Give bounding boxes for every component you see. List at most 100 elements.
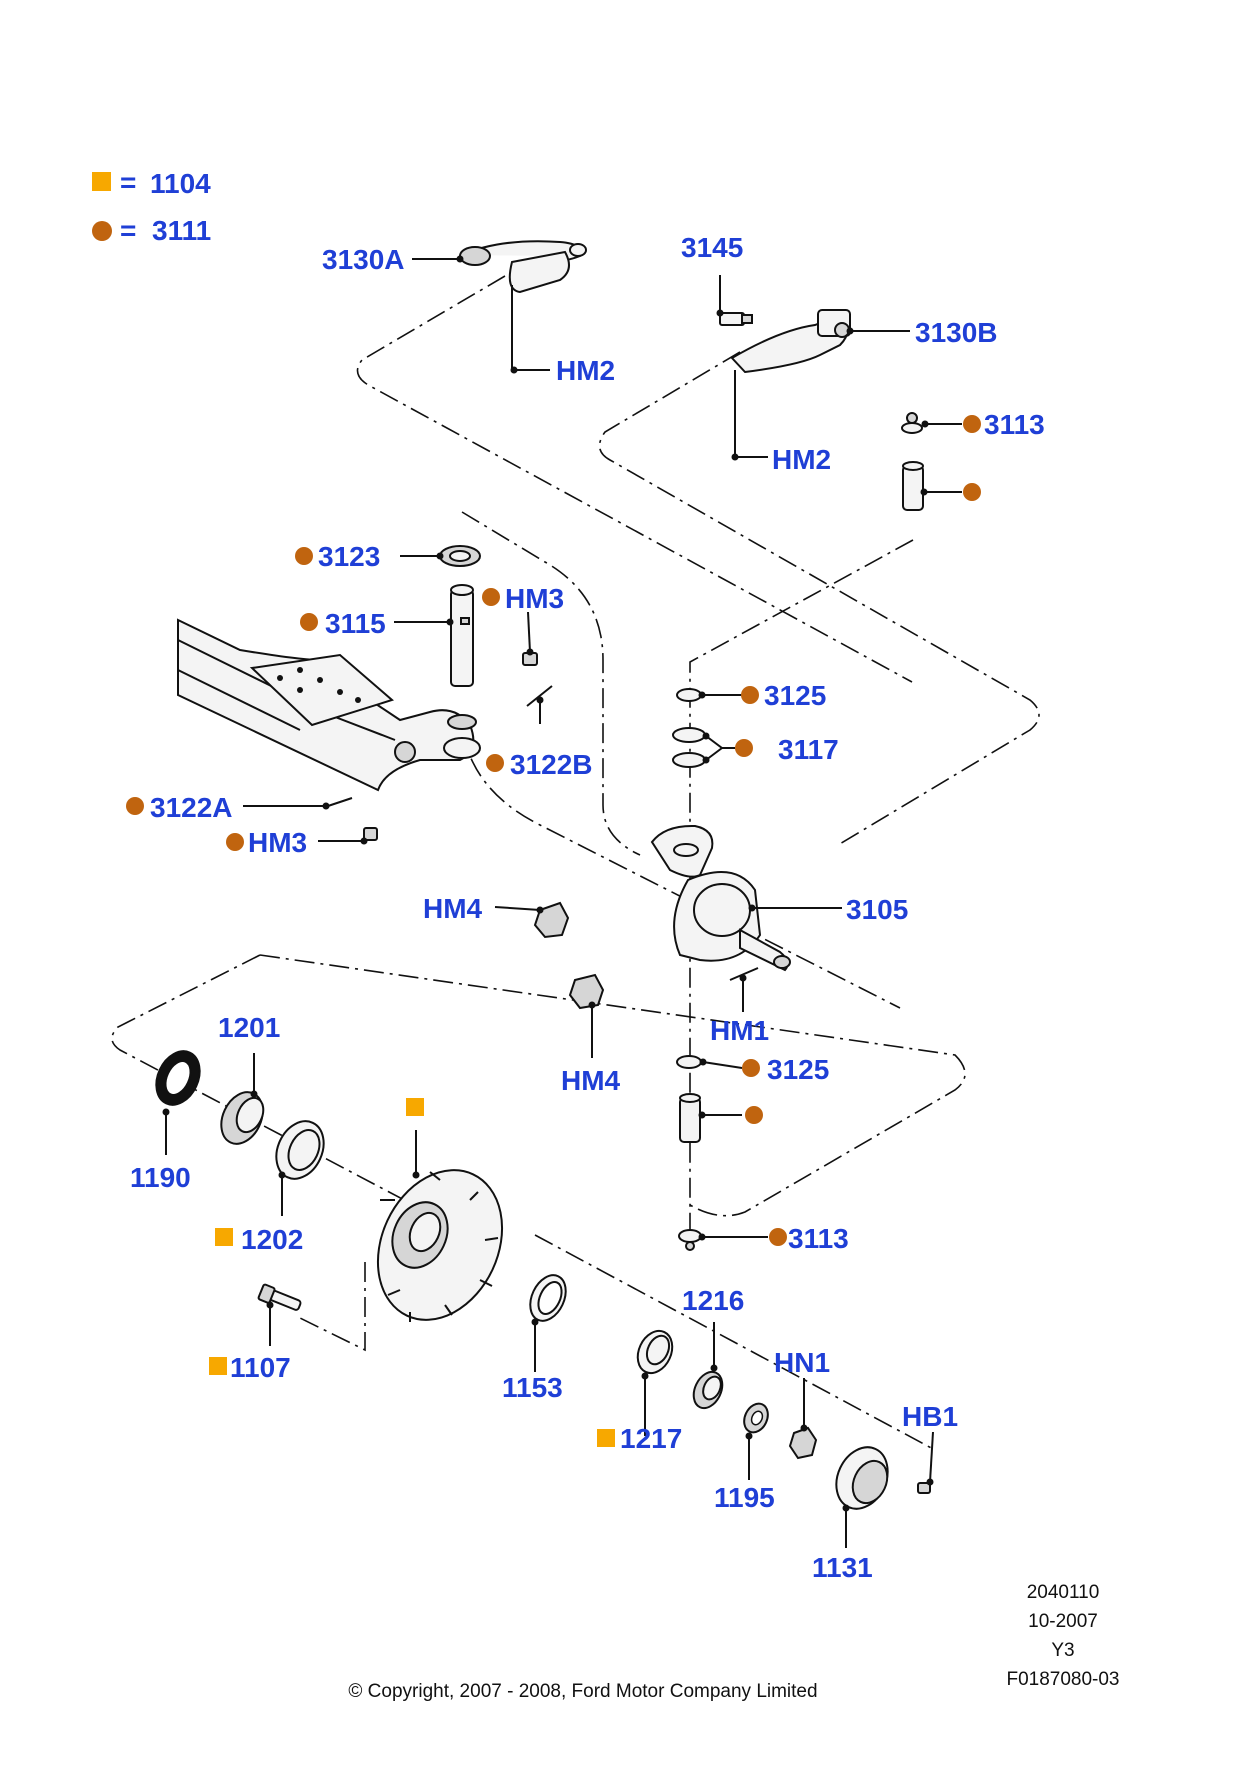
circle-marker [126, 797, 144, 815]
nut-hn1 [788, 1426, 818, 1460]
metadata: 2040110 10-2007 Y3 F0187080-03 © Copyrig… [348, 1582, 1119, 1702]
label-1201: 1201 [218, 1012, 280, 1043]
legend: = 1104 = 3111 [92, 167, 211, 246]
square-marker [406, 1098, 424, 1116]
grease-cap-1131 [835, 1446, 889, 1510]
connection-lines [111, 275, 1040, 1451]
king-pin-3115 [450, 584, 474, 687]
connection-line [461, 511, 641, 856]
label-3115: 3115 [325, 608, 386, 639]
circle-marker [742, 1059, 760, 1077]
meta-code-2: Y3 [1051, 1640, 1074, 1661]
circle-marker [300, 613, 318, 631]
legend-circle-marker [92, 221, 112, 241]
wheel-stud-1107 [257, 1283, 302, 1311]
label-3105: 3105 [846, 894, 908, 925]
bolt-3145 [719, 312, 753, 326]
circle-marker [963, 415, 981, 433]
grease-nipple-3113-top [901, 412, 923, 434]
legend-square-marker [92, 172, 111, 191]
part-labels: 3130A 3145 3130B HM2 3113 HM2 3123 HM3 3… [130, 232, 1045, 1583]
label-3125-bottom: 3125 [767, 1054, 829, 1085]
label-1107: 1107 [230, 1352, 291, 1383]
bearing-cone-1216 [692, 1370, 724, 1410]
shim-3125-top [676, 688, 702, 702]
connection-line [299, 1262, 366, 1352]
label-3113-bottom: 3113 [788, 1223, 849, 1254]
nut-hm3-lower [363, 827, 378, 841]
label-1195: 1195 [714, 1482, 775, 1513]
circle-marker [769, 1228, 787, 1246]
meta-code-3: F0187080-03 [1006, 1669, 1119, 1690]
connection-line [356, 275, 913, 683]
washer-1195 [743, 1402, 769, 1434]
label-hm1: HM1 [710, 1015, 769, 1046]
label-3130a: 3130A [322, 244, 405, 275]
label-1190: 1190 [130, 1162, 191, 1193]
circle-marker [735, 739, 753, 757]
connection-line [689, 539, 914, 1240]
markers [126, 415, 981, 1447]
circle-marker [741, 686, 759, 704]
label-hm3-top: HM3 [505, 583, 564, 614]
bushing-top [902, 461, 924, 511]
label-3125-top: 3125 [764, 680, 826, 711]
connection-line [598, 351, 1040, 846]
thrust-bearing-3117 [672, 727, 706, 768]
circle-marker [482, 588, 500, 606]
label-hm4-upper: HM4 [423, 893, 483, 924]
label-hm4-lower: HM4 [561, 1065, 621, 1096]
seal-3123 [439, 545, 481, 567]
legend-equals-2: = [120, 215, 136, 246]
steering-knuckle-3105 [650, 824, 791, 972]
steering-arm-3130a [459, 240, 587, 368]
legend-square-label: 1104 [150, 168, 211, 199]
bolt-hb1 [917, 1482, 931, 1494]
pin-3122a [327, 797, 353, 807]
label-3122b: 3122B [510, 749, 593, 780]
circle-marker [226, 833, 244, 851]
bearing-cup-1217 [636, 1329, 674, 1375]
square-marker [215, 1228, 233, 1246]
castle-nut-hm4-upper [533, 901, 570, 939]
circle-marker [745, 1106, 763, 1124]
label-hn1: HN1 [774, 1347, 830, 1378]
connection-line [534, 1234, 936, 1451]
parts [155, 240, 931, 1510]
label-3130b: 3130B [915, 317, 998, 348]
pin-hm1 [729, 967, 759, 981]
copyright-notice: © Copyright, 2007 - 2008, Ford Motor Com… [348, 1681, 817, 1702]
meta-code: 2040110 [1027, 1582, 1100, 1603]
label-hm3-lower: HM3 [248, 827, 307, 858]
pin-3122b [526, 685, 553, 707]
castle-nut-hm4-lower [568, 973, 605, 1010]
bushing-bottom [679, 1093, 701, 1143]
legend-equals: = [120, 167, 136, 198]
label-1217: 1217 [620, 1423, 682, 1454]
label-3117: 3117 [778, 734, 839, 765]
wheel-hub [376, 1169, 504, 1322]
label-3122a: 3122A [150, 792, 233, 823]
label-hb1: HB1 [902, 1401, 958, 1432]
label-1153: 1153 [502, 1372, 563, 1403]
label-hm2-a: HM2 [556, 355, 615, 386]
bearing-cup-1202 [275, 1120, 325, 1180]
circle-marker [963, 483, 981, 501]
connection-line [111, 954, 481, 1241]
leader-lines [162, 255, 962, 1548]
label-1131: 1131 [812, 1552, 873, 1583]
connection-line [259, 954, 966, 1217]
ring-1153 [529, 1274, 567, 1322]
label-1202: 1202 [241, 1224, 303, 1255]
oil-seal-1190 [155, 1050, 201, 1106]
square-marker [597, 1429, 615, 1447]
label-hm2-b: HM2 [772, 444, 831, 475]
label-1216: 1216 [682, 1285, 744, 1316]
square-marker [209, 1357, 227, 1375]
label-3123: 3123 [318, 541, 380, 572]
circle-marker [295, 547, 313, 565]
legend-circle-label: 3111 [152, 215, 211, 246]
label-3145: 3145 [681, 232, 743, 263]
meta-date: 10-2007 [1028, 1611, 1098, 1632]
